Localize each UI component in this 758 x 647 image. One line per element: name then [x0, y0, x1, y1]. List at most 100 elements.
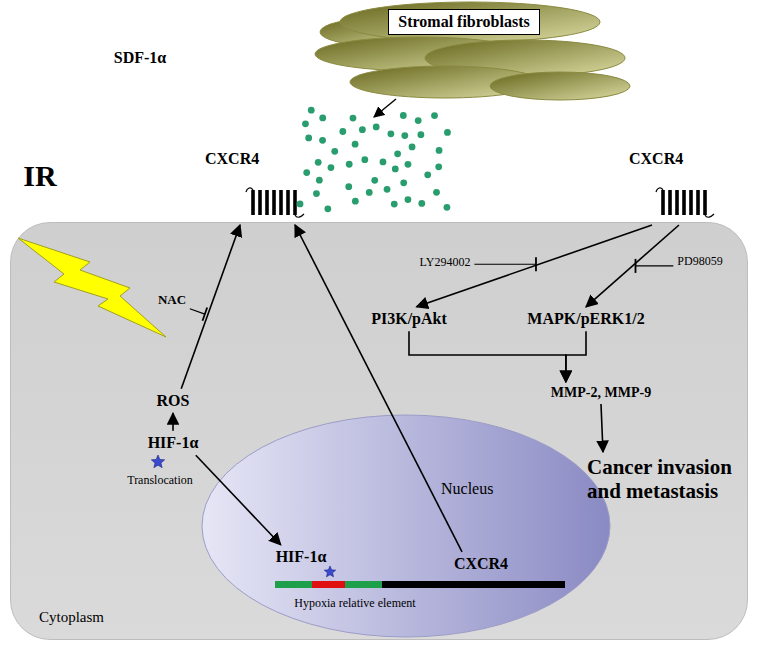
receptor-tail [705, 214, 714, 217]
molecule-name: HIF-1α [148, 434, 199, 452]
chemokine-dot [409, 144, 416, 151]
chemokine-dot [324, 205, 331, 212]
chemokine-dot [433, 189, 440, 196]
signal-arrow [417, 225, 652, 307]
helix-bar [661, 190, 665, 215]
receptor-tail [246, 188, 253, 192]
chemokine-dot [400, 112, 407, 119]
chemokine-dot [313, 190, 320, 197]
helix-bar [675, 190, 679, 215]
helix-bar [272, 190, 276, 215]
receptor-symbol [245, 186, 305, 220]
chemokine-dot [418, 200, 425, 207]
pathway-node: MAPK/pERK1/2 [527, 310, 644, 328]
chemokine-dot [316, 177, 323, 184]
chemokine-dot [352, 141, 359, 148]
source-name: Stromal fibroblasts [398, 13, 529, 31]
enzyme-node: MMP-2, MMP-9 [551, 385, 651, 401]
signal-arrow [295, 225, 462, 552]
receptor-symbol [655, 186, 715, 220]
signal-arrow [196, 455, 281, 545]
hif-marker [151, 455, 164, 468]
molecule-name: ROS [157, 392, 190, 410]
hif-marker [324, 566, 335, 577]
chemokine-dot [415, 117, 422, 124]
chemokine-dot [339, 128, 346, 135]
helix-bar [286, 190, 290, 215]
chemokine-dot [392, 165, 399, 172]
signal-arrow [409, 331, 566, 382]
helix-bar [689, 190, 693, 215]
enzyme-name: MMP-2, MMP-9 [551, 385, 651, 401]
compartment-name: Nucleus [441, 480, 758, 498]
chemokine-dot [373, 123, 380, 130]
chemokine-dot [391, 201, 398, 208]
inhibition-bar [203, 307, 208, 320]
inhibition-bar [635, 259, 637, 273]
chemokine-dot [444, 129, 451, 136]
fibroblast-cell [425, 40, 625, 76]
chemokine-dot [405, 161, 412, 168]
helix-bar [251, 190, 255, 215]
chemokine-dot [302, 120, 309, 127]
element-label: Hypoxia relative element [294, 597, 415, 611]
chemokine-dot [405, 196, 412, 203]
outcome-node: Cancer invasion and metastasis [587, 455, 747, 503]
chemokine-dot [435, 163, 442, 170]
source-box: Stromal fibroblasts [388, 9, 539, 35]
gene-node: CXCR4 [454, 555, 508, 573]
nucleus-shape [202, 415, 610, 637]
receptor-tail [295, 214, 304, 217]
inhibition-line [474, 264, 536, 265]
helix-bar [265, 190, 269, 215]
radiation-bolt [18, 238, 166, 337]
inhibitor-label: PD98059 [677, 255, 722, 269]
chemokine-dot [394, 150, 401, 157]
chemokine-dot [384, 186, 391, 193]
chemokine-dot [331, 148, 338, 155]
molecule-name: HIF-1α [276, 548, 327, 566]
chemokine-dot [431, 112, 438, 119]
helix-bar [682, 190, 686, 215]
gene-flank [275, 581, 312, 588]
receptor-node: CXCR4 [205, 150, 305, 222]
chemokine-dot [297, 201, 304, 208]
helix-bar [279, 190, 283, 215]
chemokine-dot [350, 115, 357, 122]
molecule-node: HIF-1α [276, 548, 327, 566]
signal-arrow [181, 225, 240, 389]
chemokine-dot [303, 169, 310, 176]
signal-arrow [172, 413, 174, 431]
chemokine-dot [328, 164, 335, 171]
chemokine-dot [308, 107, 315, 114]
helix-bar [293, 190, 297, 215]
chemokine-dot [401, 132, 408, 139]
fibroblast-cell [340, 2, 600, 42]
secretion-arrow [374, 99, 396, 117]
chemokine-dot [319, 137, 326, 144]
receptor-name: CXCR4 [629, 150, 719, 168]
gene-body [382, 581, 565, 588]
chemokine-dot [436, 147, 443, 154]
process-label: Translocation [127, 474, 193, 488]
radiation-label: IR [23, 159, 56, 194]
ligand-label: SDF-1α [114, 49, 166, 67]
chemokine-dot [380, 158, 387, 165]
hypoxia-element [312, 581, 345, 588]
chemokine-dot [305, 134, 312, 141]
chemokine-dot [359, 126, 366, 133]
helix-bar [668, 190, 672, 215]
outcome-text: Cancer invasion and metastasis [587, 455, 747, 503]
chemokine-dot [352, 198, 359, 205]
signal-arrow [566, 331, 586, 382]
fibroblast-cell [350, 66, 540, 98]
helix-bar [703, 190, 707, 215]
pathway-node: PI3K/pAkt [371, 310, 447, 328]
molecule-node: ROS [157, 392, 190, 410]
inhibition-line [636, 265, 674, 266]
molecule-node: HIF-1α [148, 434, 199, 452]
fibroblast-cell [490, 72, 630, 100]
chemokine-dot [424, 171, 431, 178]
gene-name: CXCR4 [454, 555, 508, 573]
